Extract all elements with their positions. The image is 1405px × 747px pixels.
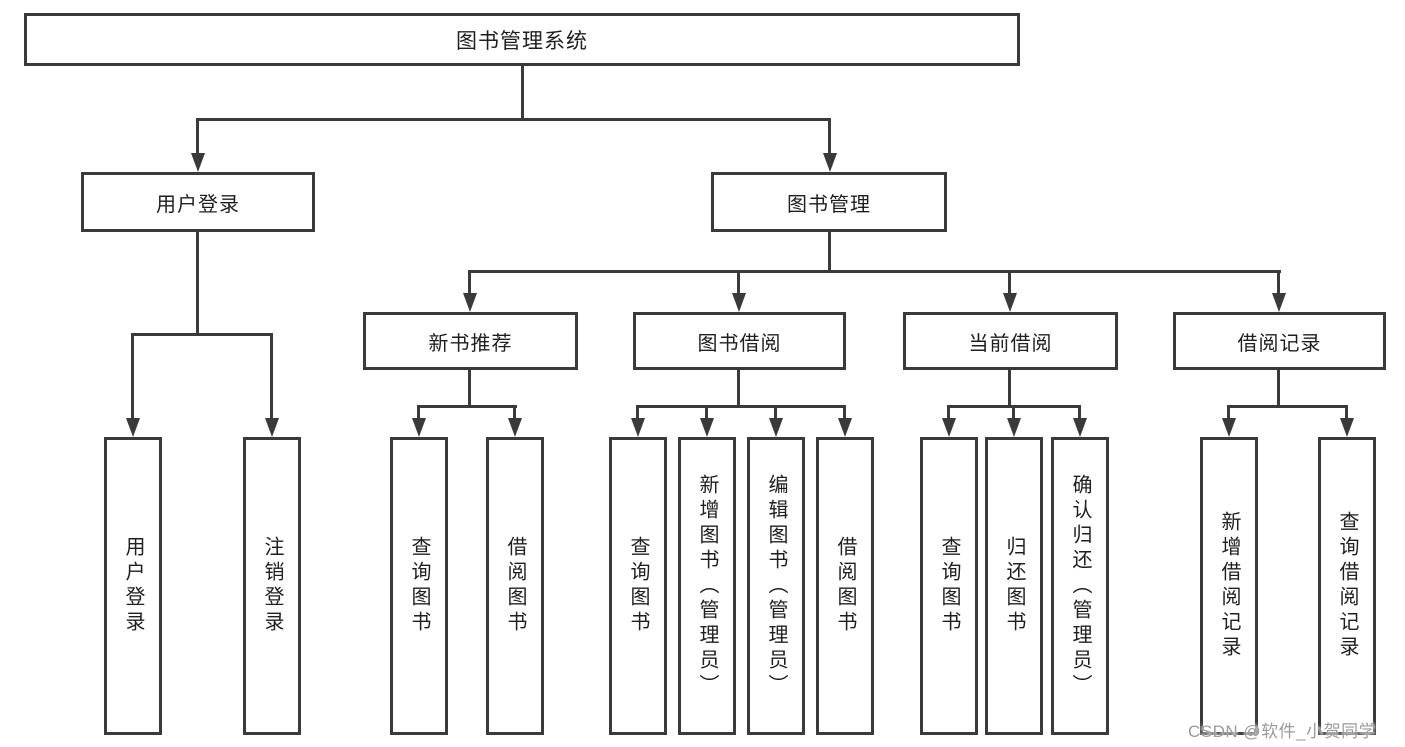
arrow-to-leaf-logout (264, 333, 279, 437)
connector-user-login-rail (131, 333, 273, 336)
connector-book-management-rail (468, 270, 1281, 273)
arrow-leaf (1339, 405, 1354, 437)
watermark: CSDN @软件_小贺同学 (1188, 722, 1377, 741)
arrow-leaf (837, 405, 852, 437)
leaf-borrow-books: 借阅图书 (816, 437, 874, 735)
arrow-to-current-borrow (1002, 270, 1017, 312)
leaf-query-books-borrow: 查询图书 (609, 437, 667, 735)
arrow-leaf (1006, 405, 1021, 437)
connector-user-login-stem (196, 230, 199, 336)
leaf-confirm-return-admin: 确认归还（管理员） (1051, 437, 1109, 735)
connector-root-stem (521, 66, 524, 121)
arrow-to-new-book-recommend (462, 270, 477, 312)
connector-level1-rail (197, 118, 831, 121)
connector-book-borrow-rail (636, 405, 846, 408)
leaf-user-login: 用户登录 (104, 437, 162, 735)
node-current-borrow-label: 当前借阅 (968, 332, 1053, 355)
arrow-leaf (768, 405, 783, 437)
leaf-query-books-current: 查询图书 (920, 437, 978, 735)
arrow-leaf (1221, 405, 1236, 437)
connector-borrow-records-stem (1277, 368, 1280, 408)
connector-book-management-stem (828, 230, 831, 273)
arrow-to-book-borrow (731, 270, 746, 312)
node-current-borrow: 当前借阅 (903, 312, 1118, 370)
connector-new-book-recommend-rail (417, 405, 517, 408)
node-borrow-records: 借阅记录 (1173, 312, 1386, 370)
arrow-to-book-management (822, 118, 837, 172)
node-user-login: 用户登录 (81, 172, 315, 232)
connector-new-book-recommend-stem (468, 368, 471, 408)
node-book-management-label: 图书管理 (787, 193, 871, 216)
leaf-add-book-admin: 新增图书（管理员） (678, 437, 736, 735)
leaf-logout: 注销登录 (243, 437, 301, 735)
arrow-to-user-login (190, 118, 205, 172)
connector-current-borrow-stem (1008, 368, 1011, 408)
leaf-borrow-books-recommend: 借阅图书 (486, 437, 544, 735)
arrow-to-leaf-user-login (125, 333, 140, 437)
node-borrow-records-label: 借阅记录 (1237, 332, 1322, 355)
connector-borrow-records-rail (1227, 405, 1348, 408)
arrow-leaf (1072, 405, 1087, 437)
node-book-borrow: 图书借阅 (633, 312, 846, 370)
leaf-add-borrow-record: 新增借阅记录 (1200, 437, 1258, 735)
node-book-management: 图书管理 (711, 172, 947, 232)
leaf-query-borrow-record: 查询借阅记录 (1318, 437, 1376, 735)
leaf-return-book: 归还图书 (985, 437, 1043, 735)
node-root-label: 图书管理系统 (456, 29, 588, 53)
leaf-edit-book-admin: 编辑图书（管理员） (747, 437, 805, 735)
node-root: 图书管理系统 (24, 13, 1020, 66)
node-book-borrow-label: 图书借阅 (697, 332, 782, 355)
node-new-book-recommend-label: 新书推荐 (428, 332, 513, 355)
node-new-book-recommend: 新书推荐 (363, 312, 578, 370)
arrow-leaf (941, 405, 956, 437)
arrow-leaf (699, 405, 714, 437)
arrow-leaf (411, 405, 426, 437)
connector-book-borrow-stem (737, 368, 740, 408)
node-user-login-label: 用户登录 (156, 193, 240, 216)
arrow-leaf (507, 405, 522, 437)
leaf-query-books-recommend: 查询图书 (390, 437, 448, 735)
arrow-leaf (630, 405, 645, 437)
arrow-to-borrow-records (1271, 270, 1286, 312)
